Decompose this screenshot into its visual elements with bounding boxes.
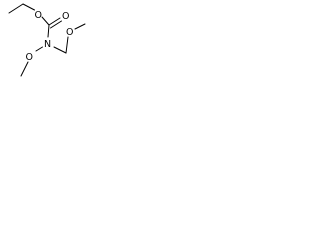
atom-nitrogen: N <box>44 39 51 50</box>
bond-ethyl-terminal <box>8 3 24 14</box>
chemical-structure-diagram: O O N O O <box>8 3 86 77</box>
bond-chain-to-ether-oxygen <box>65 36 69 54</box>
bond-carbonyl-double-a <box>48 17 61 26</box>
bond-nitrogen-chain <box>53 46 67 54</box>
bond-ethyl-to-oxygen <box>22 3 35 11</box>
atom-ether-oxygen: O <box>66 27 73 38</box>
atom-ester-oxygen: O <box>35 10 42 21</box>
atom-n-methoxy-oxygen: O <box>26 52 33 63</box>
atom-carbonyl-oxygen: O <box>62 11 69 22</box>
bond-methoxy-methyl <box>20 61 29 77</box>
bond-ester-oxygen-carbonyl <box>41 16 50 26</box>
bond-carbonyl-nitrogen <box>47 24 50 38</box>
bond-ether-oxygen-methyl <box>74 23 86 30</box>
bond-carbonyl-double-b <box>50 20 62 29</box>
bond-nitrogen-oxygen <box>35 46 43 52</box>
